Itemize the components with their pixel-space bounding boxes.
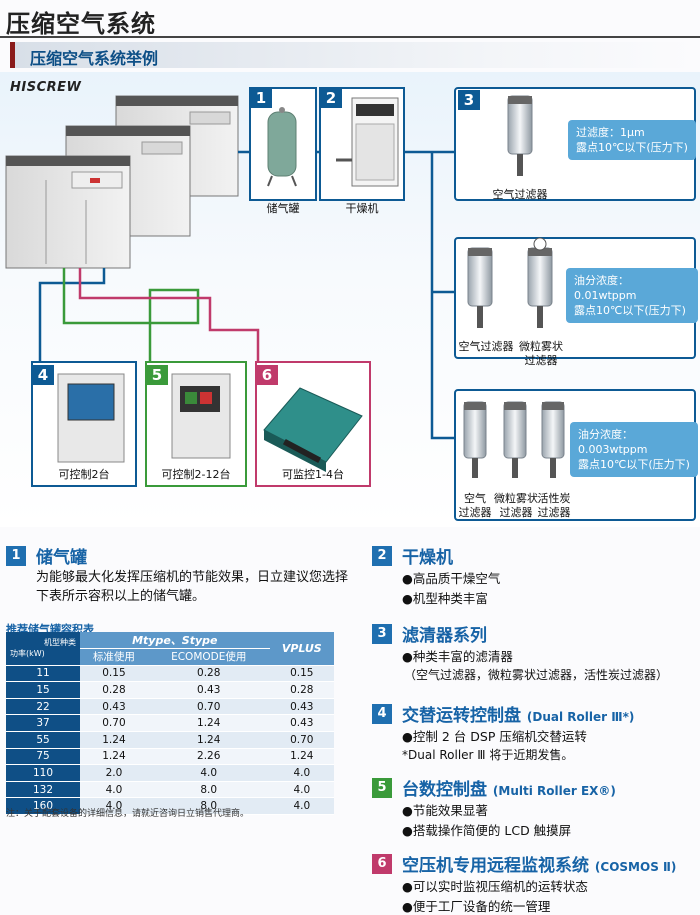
section2-bullet: ●高品质干燥空气 bbox=[402, 571, 501, 586]
section4-number: 4 bbox=[372, 704, 392, 724]
brand-logo: HISCREW bbox=[10, 80, 82, 95]
section5-title: 台数控制盘 (Multi Roller EX®) bbox=[402, 780, 616, 800]
item2-caption: 干燥机 bbox=[345, 202, 379, 215]
filter-row2-caption-1: 空气过滤器 bbox=[458, 340, 514, 353]
section1-title: 储气罐 bbox=[36, 548, 87, 568]
compressor-units bbox=[5, 95, 239, 269]
table-col2-header: ECOMODE使用 bbox=[147, 648, 270, 666]
section6-number: 6 bbox=[372, 854, 392, 874]
section1-number: 1 bbox=[6, 546, 26, 566]
section6-bullet: ●可以实时监视压缩机的运转状态 bbox=[402, 879, 588, 894]
item4-caption: 可控制2台 bbox=[58, 468, 110, 481]
section2-title: 干燥机 bbox=[402, 548, 453, 568]
table-group2-header: VPLUS bbox=[269, 632, 334, 666]
section4-bullet: ●控制 2 台 DSP 压缩机交替运转 bbox=[402, 729, 587, 744]
section5-number: 5 bbox=[372, 778, 392, 798]
item1-number: 1 bbox=[250, 88, 272, 108]
item5-number: 5 bbox=[146, 365, 168, 385]
page-title: 压缩空气系统 bbox=[6, 10, 156, 38]
section3-title: 滤清器系列 bbox=[402, 626, 487, 646]
item1-caption: 储气罐 bbox=[266, 202, 300, 215]
filter-row3-caption-1: 空气过滤器 bbox=[458, 492, 492, 519]
dryer-image bbox=[336, 97, 399, 187]
section2-number: 2 bbox=[372, 546, 392, 566]
air-receiver-image bbox=[267, 107, 297, 187]
title-rule bbox=[0, 36, 700, 38]
item5-caption: 可控制2-12台 bbox=[161, 468, 231, 481]
table-group1-header: Mtype、Stype bbox=[80, 632, 270, 649]
filter-row3-caption-2: 微粒雾状过滤器 bbox=[494, 492, 538, 519]
table-corner: 机型种类功率(kW) bbox=[6, 632, 80, 666]
section3-number: 3 bbox=[372, 624, 392, 644]
item6-caption: 可监控1-4台 bbox=[282, 468, 344, 481]
item3-number: 3 bbox=[458, 90, 480, 110]
section6-title: 空压机专用远程监视系统 (COSMOS Ⅱ) bbox=[402, 856, 677, 876]
filter-row3-caption-3: 活性炭过滤器 bbox=[537, 492, 571, 519]
item2-number: 2 bbox=[320, 88, 342, 108]
table-note: 注：关于配套设备的详细信息，请就近咨询日立销售代理商。 bbox=[6, 809, 250, 819]
section3-bullet: ●种类丰富的滤清器 bbox=[402, 649, 513, 664]
section3-bullet: （空气过滤器，微粒雾状过滤器，活性炭过滤器） bbox=[404, 668, 669, 682]
control-panel-images bbox=[57, 373, 363, 472]
section5-bullet: ●节能效果显著 bbox=[402, 803, 488, 818]
section6-bullet: ●便于工厂设备的统一管理 bbox=[402, 899, 551, 914]
section5-bullet: ●搭载操作简便的 LCD 触摸屏 bbox=[402, 823, 572, 838]
subtitle-banner bbox=[10, 42, 695, 68]
item6-number: 6 bbox=[256, 365, 278, 385]
section1-description: 为能够最大化发挥压缩机的节能效果，日立建议您选择下表所示容积以上的储气罐。 bbox=[36, 570, 349, 604]
filter-row2-caption-2: 微粒雾状过滤器 bbox=[519, 340, 563, 367]
section2-bullet: ●机型种类丰富 bbox=[402, 591, 488, 606]
table-col1-header: 标准使用 bbox=[80, 648, 148, 666]
receiver-capacity-table: 机型种类功率(kW) Mtype、Stype VPLUS 标准使用 ECOMOD… bbox=[6, 632, 334, 815]
filter-row1-caption: 空气过滤器 bbox=[492, 188, 548, 201]
section4-note: *Dual Roller Ⅲ 将于近期发售。 bbox=[402, 748, 574, 762]
subtitle: 压缩空气系统举例 bbox=[30, 49, 159, 68]
filter-images bbox=[463, 95, 565, 478]
item4-number: 4 bbox=[32, 365, 54, 385]
section4-title: 交替运转控制盘 (Dual Roller Ⅲ*) bbox=[402, 706, 635, 726]
